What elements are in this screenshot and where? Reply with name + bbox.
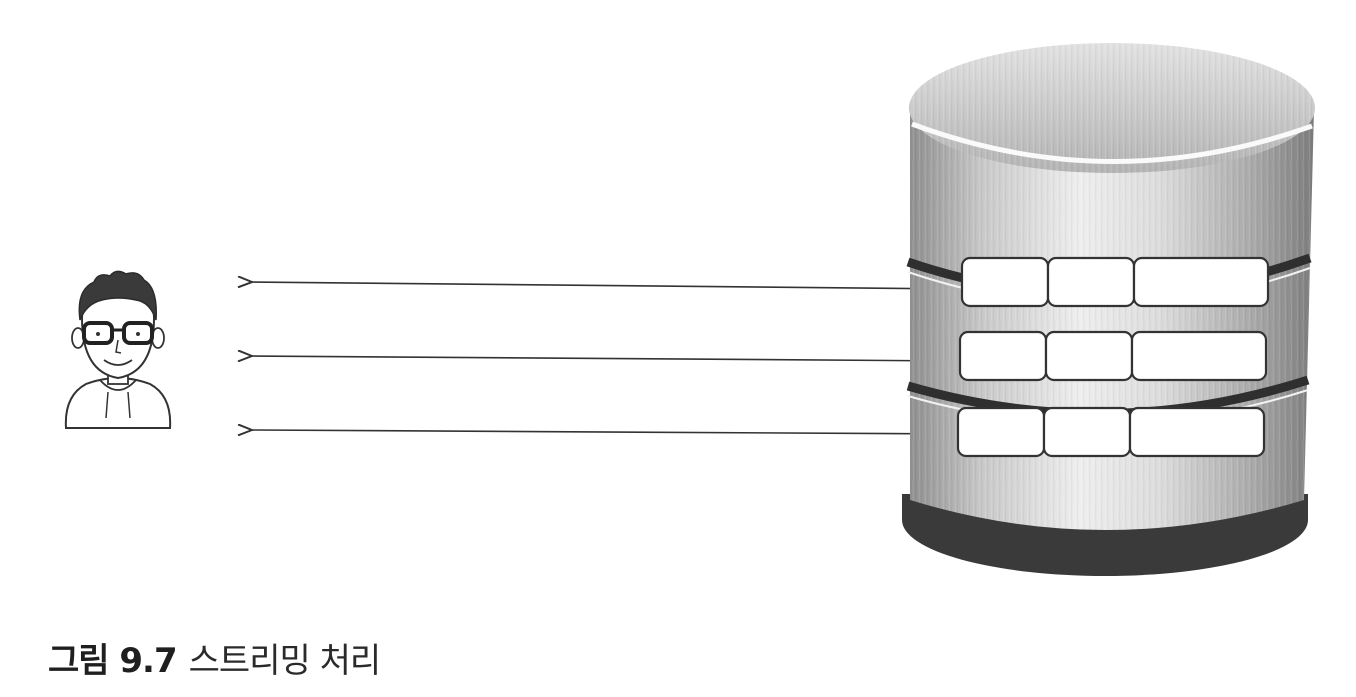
record-cell	[1128, 406, 1266, 458]
record-row-1	[960, 256, 1270, 308]
record-cell	[1044, 330, 1134, 382]
record-cell	[960, 256, 1050, 308]
user-avatar-icon	[64, 270, 172, 429]
figure-caption-text: 스트리밍 처리	[188, 641, 381, 681]
record-cell	[956, 406, 1046, 458]
stream-arrows	[252, 282, 961, 434]
record-cell	[1046, 256, 1136, 308]
stream-arrow-1	[252, 282, 961, 290]
record-cell	[1042, 406, 1132, 458]
record-cell	[1130, 330, 1268, 382]
record-cell	[1132, 256, 1270, 308]
stream-arrow-2	[252, 356, 961, 361]
record-cell	[958, 330, 1048, 382]
record-row-3	[956, 406, 1266, 458]
figure-caption-label: 그림 9.7	[48, 641, 178, 681]
database-cylinder-icon	[902, 43, 1315, 576]
record-row-2	[958, 330, 1268, 382]
stream-arrow-3	[252, 430, 961, 434]
